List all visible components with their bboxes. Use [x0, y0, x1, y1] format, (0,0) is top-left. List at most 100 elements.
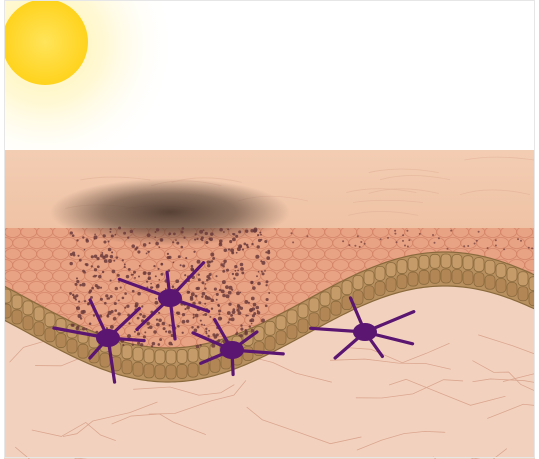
melanin-granule — [122, 297, 125, 300]
melanin-granule — [240, 334, 243, 337]
melanin-granule — [72, 234, 75, 237]
melanin-granule — [124, 266, 126, 268]
basal-cell — [12, 310, 22, 324]
basal-cell — [430, 269, 440, 283]
basal-cell — [100, 353, 110, 367]
melanin-granule — [91, 255, 94, 258]
melanin-granule — [265, 251, 267, 253]
melanin-granule — [151, 345, 153, 347]
melanin-granule — [357, 235, 359, 237]
melanin-granule — [244, 300, 248, 304]
melanin-granule — [238, 311, 242, 315]
basal-cell — [34, 307, 44, 321]
melanin-granule — [204, 324, 206, 326]
melanin-granule — [177, 325, 180, 328]
basal-cell — [397, 275, 407, 289]
melanin-granule — [261, 319, 265, 323]
melanin-granule — [245, 230, 248, 233]
basal-cell — [507, 282, 517, 296]
melanin-granule — [354, 245, 356, 247]
melanocyte-body — [158, 289, 182, 307]
melanin-granule — [149, 242, 151, 244]
melanin-granule — [306, 235, 308, 237]
melanin-granule — [154, 231, 156, 233]
melanin-granule — [111, 234, 114, 237]
basal-cell — [408, 257, 418, 271]
melanin-granule — [236, 291, 240, 295]
melanin-granule — [169, 324, 171, 326]
melanin-granule — [218, 313, 220, 315]
melanin-granule — [204, 283, 206, 285]
melanin-granule — [208, 335, 210, 337]
melanin-granule — [108, 241, 110, 243]
basal-cell — [144, 349, 154, 363]
melanin-granule — [128, 268, 131, 271]
basal-cell — [56, 334, 66, 348]
melanin-granule — [155, 298, 157, 300]
melanin-granule — [261, 261, 265, 265]
basal-cell — [45, 328, 55, 342]
melanin-granule — [228, 303, 231, 306]
basal-cell — [441, 269, 451, 283]
melanin-granule — [235, 235, 238, 238]
melanin-granule — [110, 255, 114, 259]
melanin-granule — [503, 248, 505, 250]
melanin-granule — [197, 260, 201, 264]
melanin-granule — [216, 299, 218, 301]
melanin-granule — [267, 250, 270, 253]
melanin-granule — [217, 339, 220, 342]
melanin-granule — [222, 280, 226, 284]
melanin-granule — [197, 287, 200, 290]
basal-cell — [496, 278, 506, 292]
melanin-granule — [157, 343, 160, 346]
melanin-granule — [236, 252, 238, 254]
melanin-granule — [201, 324, 203, 326]
basal-cell — [287, 325, 297, 339]
melanin-granule — [232, 233, 234, 235]
basal-cell — [177, 364, 187, 378]
melanin-granule — [238, 244, 242, 248]
basal-cell — [155, 350, 165, 364]
melanin-granule — [165, 331, 167, 333]
melanin-granule — [216, 293, 219, 296]
basal-cell — [463, 256, 473, 270]
melanin-granule — [205, 232, 208, 235]
melanin-granule — [257, 245, 260, 248]
basal-cell — [496, 263, 506, 277]
melanin-granule — [182, 227, 185, 230]
melanin-granule — [240, 307, 243, 310]
melanin-granule — [200, 238, 202, 240]
melanin-granule — [117, 274, 120, 277]
basal-cell — [419, 270, 429, 284]
basal-cell — [210, 358, 220, 372]
melanin-granule — [219, 243, 223, 247]
melanin-granule — [190, 268, 194, 272]
melanin-granule — [118, 281, 120, 283]
melanin-granule — [226, 269, 229, 272]
melanin-granule — [495, 245, 497, 247]
melanin-granule — [71, 323, 74, 326]
melanin-granule — [94, 268, 97, 271]
melanin-granule — [246, 244, 249, 247]
melanin-granule — [91, 265, 93, 267]
melanin-granule — [132, 290, 135, 293]
melanin-granule — [138, 276, 140, 278]
melanin-granule — [155, 301, 159, 305]
melanin-granule — [124, 307, 126, 309]
melanin-granule — [158, 246, 160, 248]
melanin-granule — [84, 249, 86, 251]
melanin-granule — [176, 311, 179, 314]
melanin-granule — [198, 301, 201, 304]
melanin-granule — [238, 230, 241, 233]
melanin-granule — [130, 230, 133, 233]
melanin-granule — [235, 333, 238, 336]
melanin-granule — [265, 305, 268, 308]
melanin-granule — [447, 248, 449, 250]
melanocyte-body — [96, 329, 120, 347]
melanin-granule — [96, 257, 99, 260]
melanin-granule — [396, 241, 398, 243]
basal-cell — [342, 281, 352, 295]
melanin-granule — [106, 315, 108, 317]
melanin-granule — [220, 263, 223, 266]
